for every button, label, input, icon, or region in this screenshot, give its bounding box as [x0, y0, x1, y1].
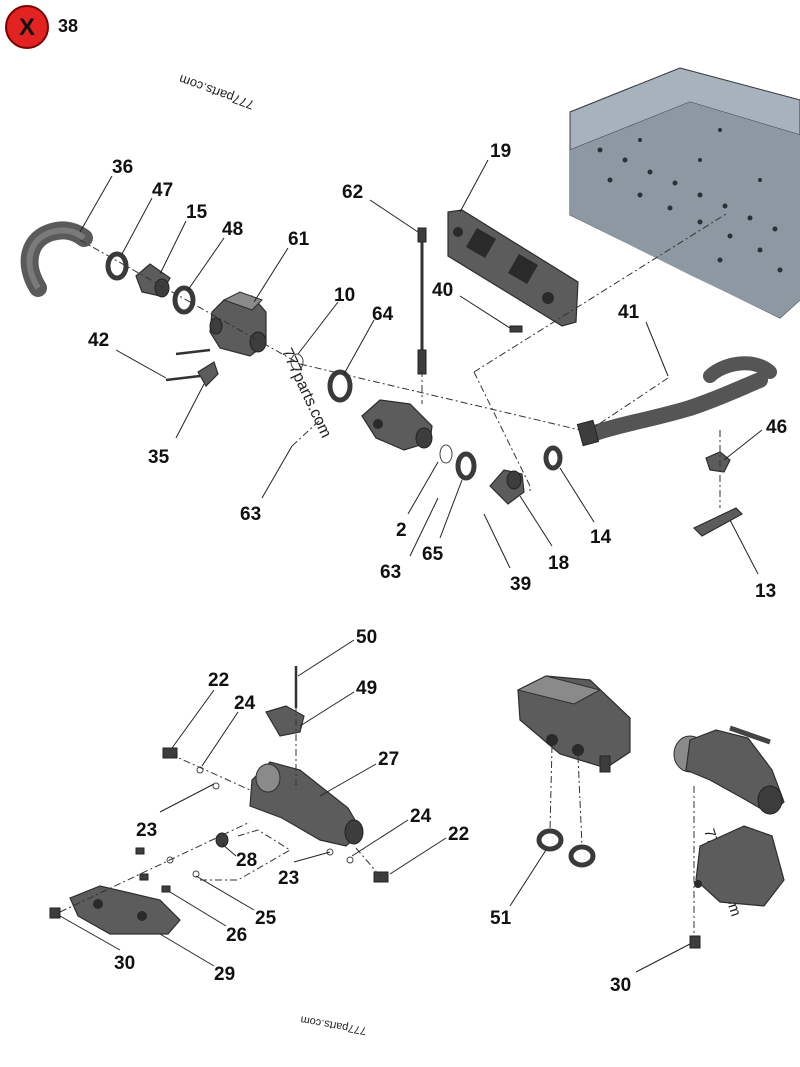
callout-22b: 22: [448, 824, 469, 845]
callout-24b: 24: [410, 806, 432, 827]
pump-cover: [694, 825, 785, 907]
bracket-part-35: [197, 361, 219, 387]
callout-19: 19: [490, 141, 511, 162]
callout-30b: 30: [610, 975, 631, 996]
assembly-line-51a: [549, 745, 553, 831]
callout-35: 35: [148, 447, 170, 468]
clamp-part-14: [543, 445, 563, 471]
callout-24a: 24: [234, 693, 256, 714]
seal-part-51a: [536, 828, 564, 852]
bolt-part-30a: [49, 907, 61, 919]
pipe-part-41: [576, 356, 777, 447]
callout-23a: 23: [136, 820, 157, 841]
assembly-lines-lower-left: [59, 704, 381, 913]
callout-41: 41: [618, 302, 640, 323]
callout-61: 61: [288, 229, 310, 250]
callout-64: 64: [372, 304, 394, 325]
oring-part-10: [290, 353, 304, 371]
hose-part-36: [20, 221, 93, 297]
callout-26: 26: [226, 925, 247, 946]
engine-block: [569, 67, 800, 319]
callout-39: 39: [510, 574, 531, 595]
callout-50: 50: [356, 627, 377, 648]
callout-46: 46: [766, 417, 787, 438]
close-button-number: 38: [58, 16, 78, 36]
callout-22a: 22: [208, 670, 229, 691]
callout-51: 51: [490, 908, 512, 929]
callout-23b: 23: [278, 868, 299, 889]
plug-part-28: [215, 832, 229, 848]
callout-25: 25: [255, 908, 277, 929]
callout-47: 47: [152, 180, 173, 201]
bracket-part-19: [447, 209, 579, 327]
callout-62: 62: [342, 182, 363, 203]
seal-part-51b: [568, 844, 596, 868]
close-icon[interactable]: [5, 5, 49, 49]
callout-40: 40: [432, 280, 453, 301]
callout-63a: 63: [240, 504, 261, 525]
callout-48: 48: [222, 219, 243, 240]
plug-part-22b: [373, 871, 389, 883]
bolt-part-40: [509, 325, 523, 333]
clamp-part-48: [172, 285, 196, 315]
close-button[interactable]: X: [5, 5, 49, 49]
callout-labels: 36 47 15 48 61 62 19 10 64 40 41 42 35 6…: [88, 141, 787, 996]
callout-42: 42: [88, 330, 109, 351]
callout-18: 18: [548, 553, 569, 574]
callout-65: 65: [422, 544, 444, 565]
watermark-top: 777parts.com: [177, 72, 256, 113]
bolt-part-30b: [689, 935, 701, 949]
callout-28: 28: [236, 850, 257, 871]
sleeve-part-15: [135, 263, 171, 298]
clamp-part-65: [455, 451, 477, 481]
plate-part-29: [69, 885, 181, 935]
bracket-part-49: [265, 705, 305, 737]
valve-housing: [361, 399, 433, 451]
callout-10: 10: [334, 285, 355, 306]
water-pump-housing: [673, 725, 785, 815]
assembly-lines-top: [79, 213, 727, 508]
callout-49: 49: [356, 678, 377, 699]
elbow-part-18: [489, 469, 525, 505]
bolt-part-42b: [165, 374, 201, 382]
watermark-bottom: 777parts.com: [300, 1013, 368, 1036]
bolt-part-42a: [175, 348, 211, 356]
callout-15: 15: [186, 202, 208, 223]
callout-27: 27: [378, 749, 399, 770]
clamp-part-64: [327, 369, 353, 403]
clamp-part-47: [105, 251, 129, 281]
callout-36: 36: [112, 157, 133, 178]
callout-63b: 63: [380, 562, 401, 583]
callout-29: 29: [214, 964, 235, 985]
housing-part-61: [209, 291, 267, 357]
callout-14: 14: [590, 527, 612, 548]
svg-text:X: X: [19, 14, 35, 41]
assembly-line-51b: [577, 755, 583, 847]
bracket-part-46: [705, 451, 731, 473]
bracket-part-13: [692, 507, 743, 537]
leader-lines: [59, 159, 763, 973]
oring-part-2: [439, 444, 453, 464]
small-orings-lower: [135, 766, 354, 893]
manifold-block: [516, 675, 631, 773]
thermostat-housing-part-27: [249, 761, 364, 847]
watermark-middle: 777parts.com: [278, 346, 334, 441]
callout-13: 13: [755, 581, 776, 602]
callout-30a: 30: [114, 953, 135, 974]
callout-2: 2: [396, 520, 407, 541]
plug-part-22a: [162, 747, 178, 759]
sensor-part-62: [417, 227, 427, 375]
